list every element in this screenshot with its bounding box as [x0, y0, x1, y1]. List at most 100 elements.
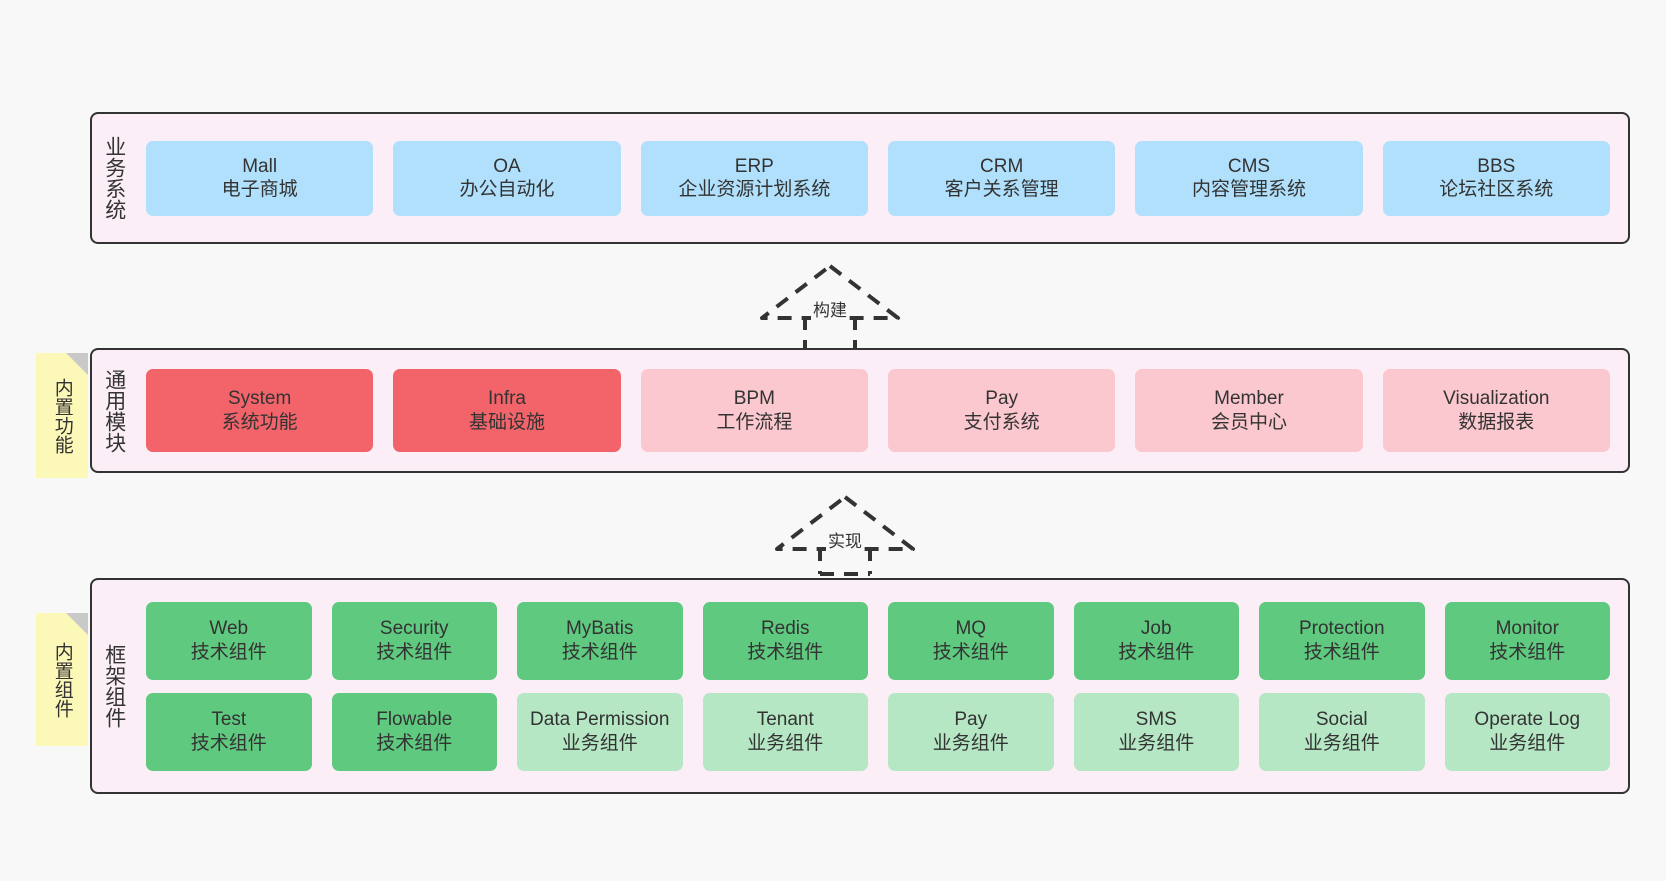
node-title: Member — [1214, 388, 1284, 410]
node-title: Visualization — [1443, 388, 1550, 410]
node-subtitle: 论坛社区系统 — [1439, 179, 1554, 200]
node-subtitle: 客户关系管理 — [944, 179, 1059, 200]
node-title: Social — [1315, 709, 1368, 731]
node-title: BBS — [1477, 155, 1516, 177]
node-title: Pay — [985, 388, 1019, 410]
node-title: Operate Log — [1474, 709, 1581, 731]
node-subtitle: 技术组件 — [376, 732, 453, 754]
node-subtitle: 技术组件 — [1303, 641, 1380, 663]
builtin-component-note-label: 内置组件 — [51, 641, 73, 718]
node-subtitle: 系统功能 — [221, 411, 298, 433]
node-subtitle: 技术组件 — [1489, 641, 1566, 663]
builtin-function-note-label: 内置功能 — [51, 377, 73, 454]
node-subtitle: 技术组件 — [190, 732, 267, 754]
node-subtitle: 支付系统 — [963, 411, 1040, 433]
build-arrow-label: 构建 — [811, 296, 849, 321]
node-title: Flowable — [376, 709, 453, 731]
node-subtitle: 技术组件 — [190, 641, 267, 663]
node-title: Mall — [242, 155, 278, 177]
node-title: Infra — [487, 388, 526, 410]
node-title: OA — [493, 155, 521, 177]
common-module-layer-title: 通用模块 — [102, 368, 126, 453]
node-title: System — [227, 388, 292, 410]
node-title: Redis — [760, 618, 810, 640]
node-title: ERP — [734, 155, 774, 177]
build-relationship-arrow: 构建 — [755, 258, 905, 358]
business-system-layer-title: 业务系统 — [102, 136, 126, 220]
node-subtitle: 技术组件 — [932, 641, 1009, 663]
node-title: SMS — [1135, 709, 1177, 731]
node-subtitle: 技术组件 — [1118, 641, 1195, 663]
node-subtitle: 业务组件 — [932, 732, 1009, 754]
node-subtitle: 业务组件 — [1489, 732, 1566, 754]
node-subtitle: 业务组件 — [1118, 732, 1195, 754]
node-title: Pay — [954, 709, 988, 731]
node-title: MQ — [955, 618, 987, 640]
node-subtitle: 办公自动化 — [459, 179, 555, 200]
node-subtitle: 会员中心 — [1210, 411, 1287, 433]
implement-relationship-arrow: 实现 — [770, 489, 920, 589]
node-subtitle: 基础设施 — [468, 411, 545, 433]
node-title: CMS — [1227, 155, 1271, 177]
node-subtitle: 企业资源计划系统 — [678, 179, 831, 200]
node-subtitle: 数据报表 — [1458, 411, 1535, 433]
node-subtitle: 技术组件 — [376, 641, 453, 663]
node-subtitle: 技术组件 — [561, 641, 638, 663]
node-title: MyBatis — [565, 618, 634, 640]
node-subtitle: 业务组件 — [561, 732, 638, 754]
node-title: Job — [1140, 618, 1172, 640]
node-title: Web — [209, 618, 249, 640]
node-subtitle: 业务组件 — [747, 732, 824, 754]
framework-component-layer-title: 框架组件 — [102, 644, 126, 728]
node-title: Security — [379, 618, 449, 640]
node-title: Tenant — [756, 709, 814, 731]
node-title: Test — [211, 709, 247, 731]
node-subtitle: 技术组件 — [747, 641, 824, 663]
node-title: Protection — [1298, 618, 1385, 640]
node-title: Monitor — [1495, 618, 1559, 640]
node-title: Data Permission — [530, 709, 670, 731]
builtin-function-note: 内置功能 — [36, 353, 88, 478]
node-subtitle: 电子商城 — [221, 179, 298, 200]
node-subtitle: 业务组件 — [1303, 732, 1380, 754]
implement-arrow-label: 实现 — [826, 527, 864, 552]
node-subtitle: 工作流程 — [716, 411, 793, 433]
node-title: CRM — [980, 155, 1024, 177]
